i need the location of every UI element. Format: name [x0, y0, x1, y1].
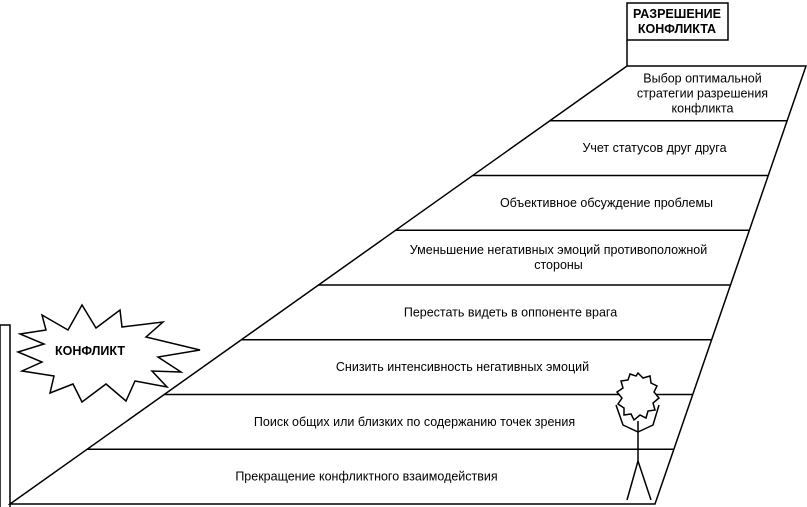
step-labels: Прекращение конфликтного взаимодействия П…: [235, 71, 768, 483]
step-label: стратегии разрешения: [637, 86, 768, 100]
resolution-box-line-1: РАЗРЕШЕНИЕ: [633, 7, 721, 21]
resolution-box: РАЗРЕШЕНИЕ КОНФЛИКТА: [626, 2, 729, 66]
left-wall: [0, 324, 11, 507]
stick-figure-icon: [615, 371, 661, 501]
explosion-burst-icon: КОНФЛИКТ: [15, 303, 201, 404]
step-label: Перестать видеть в оппоненте врага: [404, 305, 617, 319]
resolution-box-line-2: КОНФЛИКТА: [638, 22, 716, 36]
step-dividers: [87, 120, 788, 450]
step-label: Снизить интенсивность негативных эмоций: [336, 360, 589, 374]
step-label: Объективное обсуждение проблемы: [500, 196, 713, 210]
step-label: Уменьшение негативных эмоций противополо…: [410, 243, 707, 257]
step-label: стороны: [534, 258, 583, 272]
conflict-label: КОНФЛИКТ: [55, 344, 125, 358]
step-label: Прекращение конфликтного взаимодействия: [235, 470, 497, 484]
step-label: Выбор оптимальной: [643, 71, 761, 85]
step-label: Поиск общих или близких по содержанию то…: [254, 415, 575, 429]
step-label: конфликта: [672, 101, 734, 115]
step-label: Учет статусов друг друга: [582, 141, 726, 155]
